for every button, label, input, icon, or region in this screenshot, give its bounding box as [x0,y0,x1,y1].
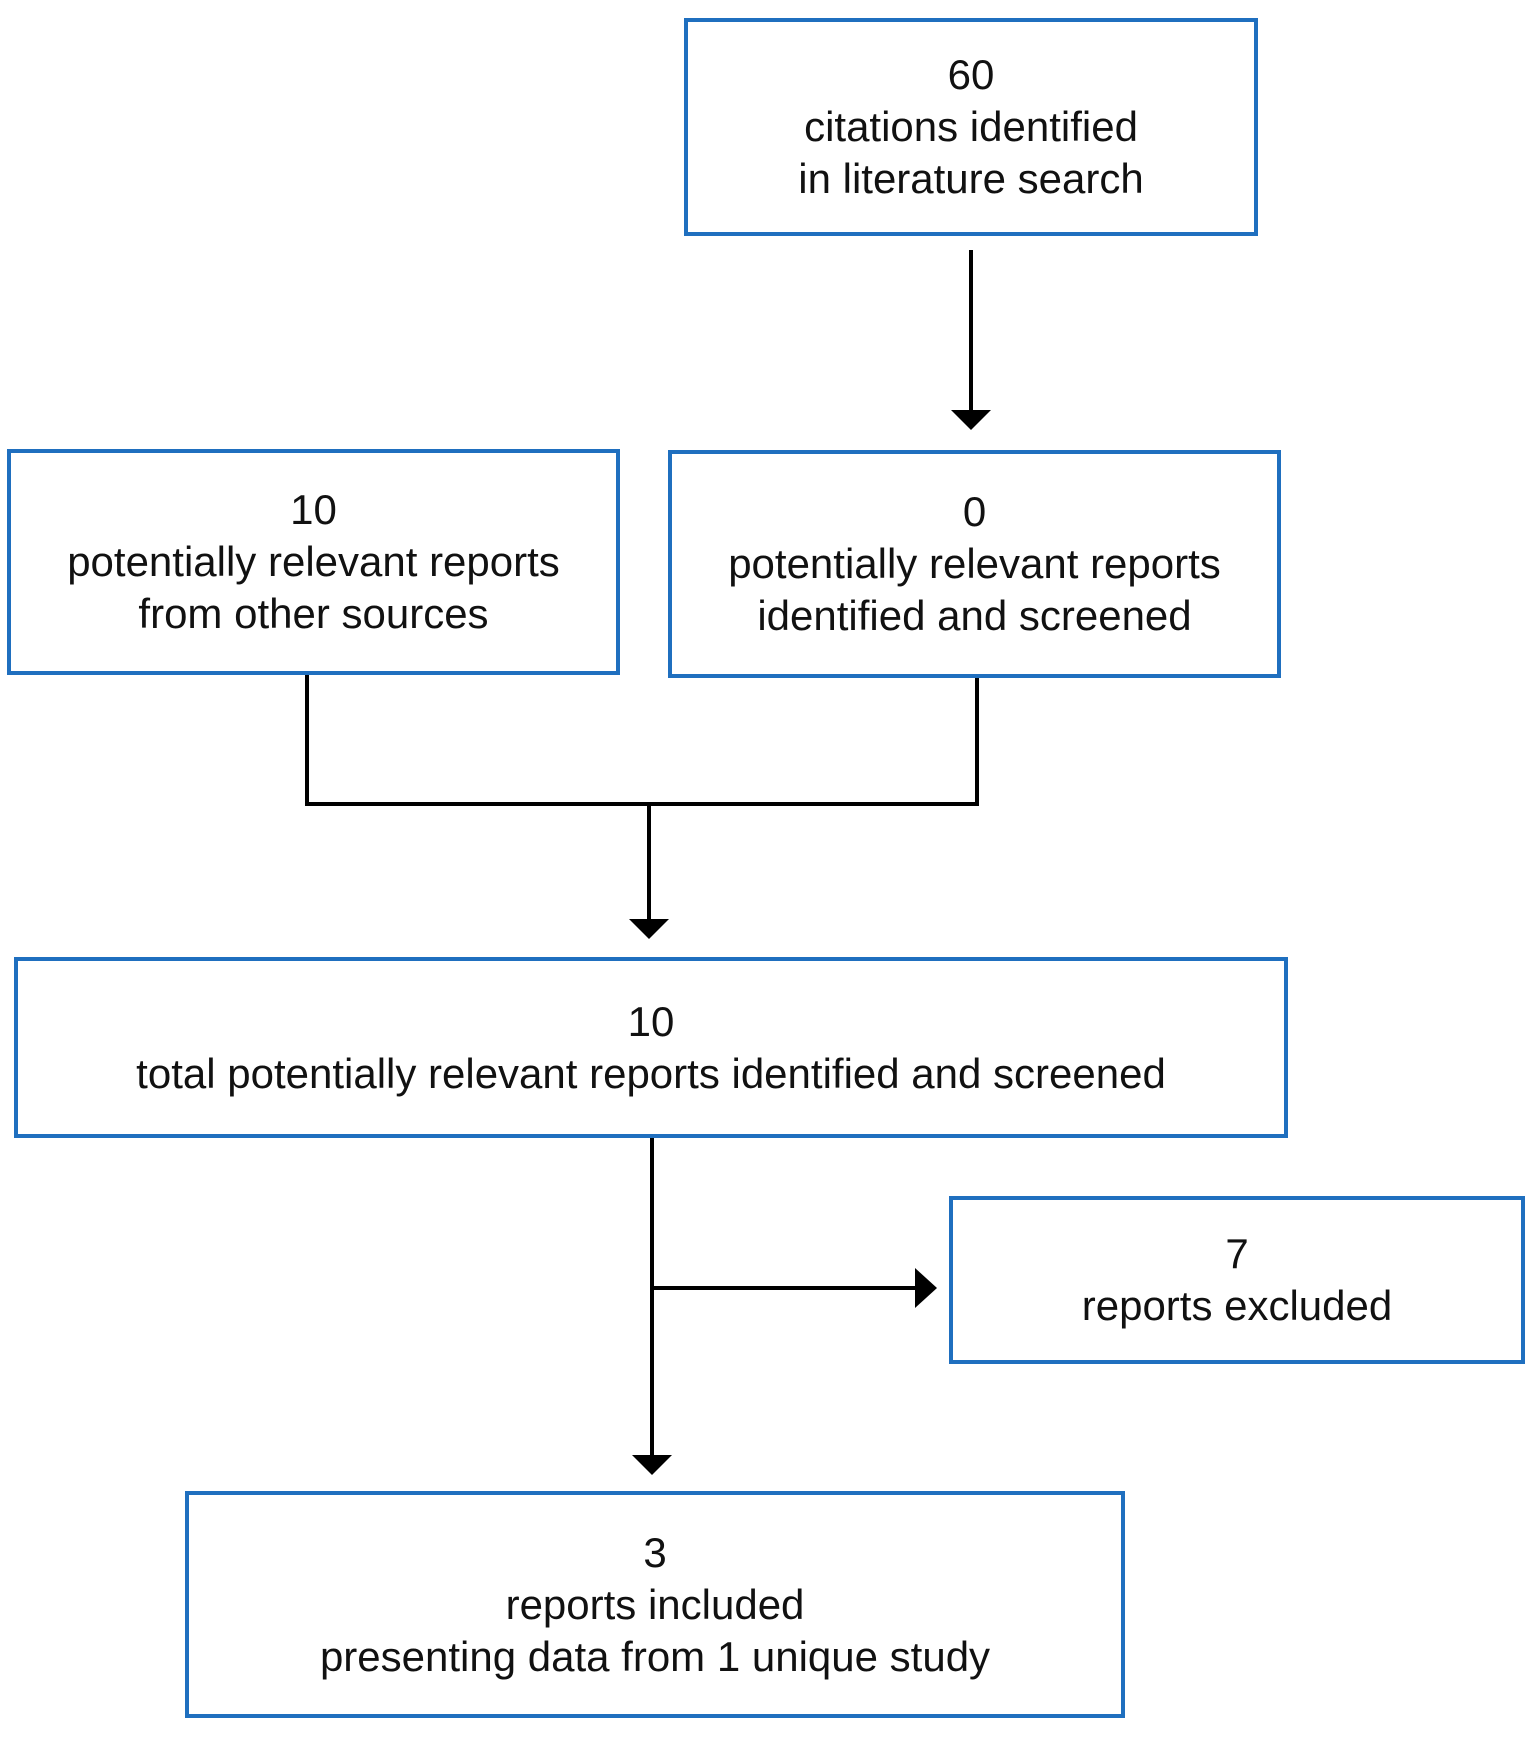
included-count: 3 [643,1528,667,1576]
other-sources-count: 10 [290,486,337,533]
literature-search-count: 60 [947,51,995,98]
box-identified-screened: 0 potentially relevant reports identifie… [668,450,1281,678]
identified-screened-text-line-2: identified and screened [757,592,1192,639]
included-text-line-1: reports included [505,1580,805,1628]
box-total-screened: 10 total potentially relevant reports id… [14,957,1288,1138]
arrowhead-merge-to-total [629,919,669,939]
arrowhead-total-to-included [632,1455,672,1475]
box-excluded: 7 reports excluded [949,1196,1525,1364]
identified-screened-text-line-1: potentially relevant reports [728,540,1221,587]
box-included: 3 reports included presenting data from … [185,1491,1125,1718]
included-text-line-2: presenting data from 1 unique study [319,1632,991,1680]
box-other-sources: 10 potentially relevant reports from oth… [7,449,620,675]
literature-search-text-line-1: citations identified [804,103,1138,150]
identified-screened-count: 0 [962,488,987,535]
total-screened-count: 10 [627,997,675,1045]
total-screened-text-line-1: total potentially relevant reports ident… [136,1049,1166,1097]
other-sources-text-line-1: potentially relevant reports [67,538,560,585]
arrowhead-search-to-screened [951,410,991,430]
arrowhead-total-to-excluded [915,1268,937,1308]
excluded-count: 7 [1225,1230,1249,1277]
box-literature-search: 60 citations identified in literature se… [684,18,1258,236]
other-sources-text-line-2: from other sources [138,590,489,637]
literature-search-text-line-2: in literature search [798,155,1144,202]
excluded-text-line-1: reports excluded [1081,1282,1393,1329]
